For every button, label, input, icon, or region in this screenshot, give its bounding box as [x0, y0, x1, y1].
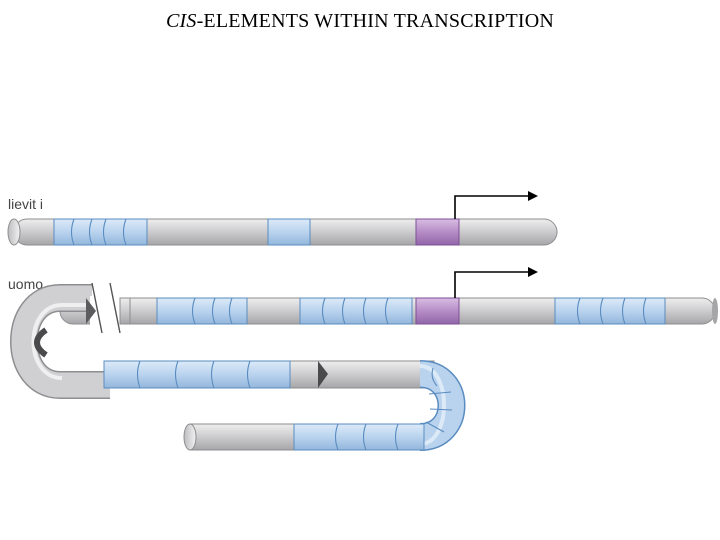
human-chromosome — [10, 267, 718, 451]
tube-end-cap — [183, 423, 197, 451]
bent-arrow-icon — [454, 267, 538, 298]
human-element-cluster-2 — [299, 297, 413, 325]
human-element-cluster-1 — [156, 297, 248, 325]
title-italic-part: CIS — [165, 10, 197, 32]
page-title: CIS-ELEMENTS WITHIN TRANSCRIPTION — [0, 10, 720, 33]
yeast-chromosome — [7, 191, 558, 246]
tube-end-cap — [7, 218, 21, 246]
human-element-cluster-4 — [103, 360, 291, 389]
yeast-promoter — [415, 218, 460, 246]
human-element-cluster-5 — [293, 423, 425, 451]
title-rest: -ELEMENTS WITHIN TRANSCRIPTION — [196, 10, 555, 32]
human-element-cluster-3 — [554, 297, 666, 325]
human-promoter — [415, 297, 460, 325]
yeast-element-uas — [267, 218, 311, 246]
double-slash-break-icon — [86, 282, 131, 334]
bent-arrow-icon — [454, 191, 538, 219]
yeast-element-cluster — [53, 218, 148, 246]
yeast-label: lievit i — [8, 196, 44, 212]
human-label: uomo — [8, 276, 44, 292]
